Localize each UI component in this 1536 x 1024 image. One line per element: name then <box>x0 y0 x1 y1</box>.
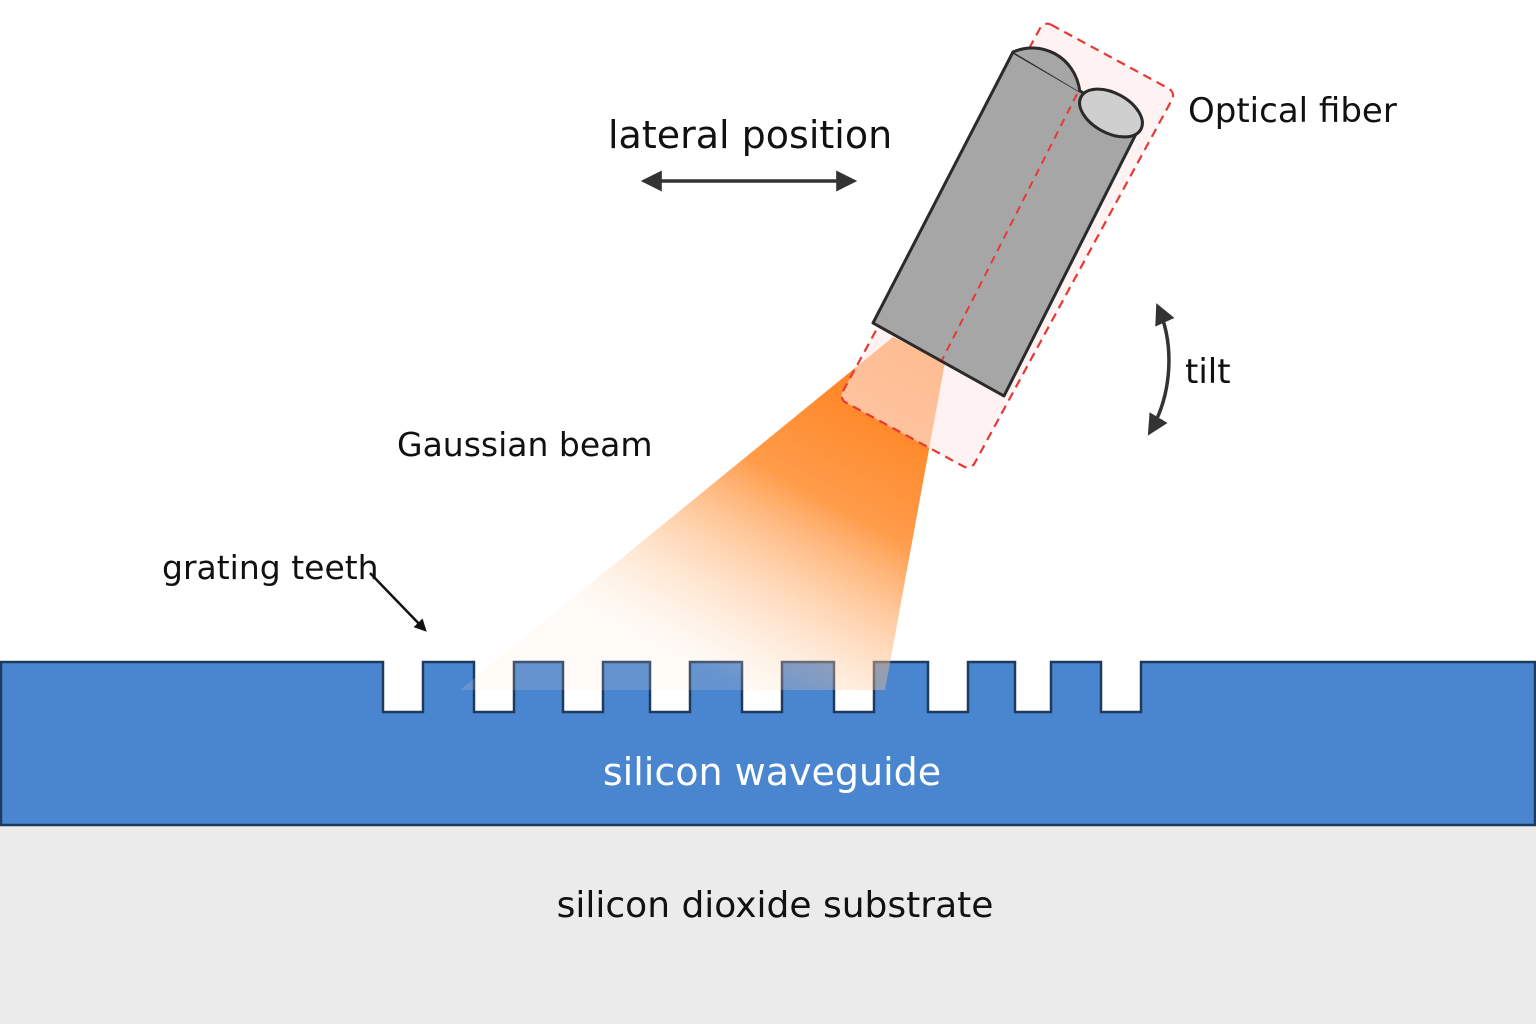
grating-teeth-pointer <box>369 572 427 632</box>
silicon-waveguide-label: silicon waveguide <box>603 750 941 794</box>
grating-teeth-label: grating teeth <box>162 548 379 587</box>
substrate-label: silicon dioxide substrate <box>557 885 994 926</box>
substrate-layer <box>0 825 1536 1024</box>
optical-fiber <box>871 46 1144 398</box>
fiber-core-axis <box>941 93 1078 361</box>
gaussian-beam-cone <box>460 337 945 690</box>
optical-fiber-label: Optical fiber <box>1188 91 1397 131</box>
lateral-position-label: lateral position <box>608 113 892 157</box>
fiber-end-face <box>1078 87 1144 139</box>
tilt-arrow <box>1147 303 1175 436</box>
fiber-top-curl <box>1012 46 1082 93</box>
tilt-label: tilt <box>1185 352 1231 392</box>
gaussian-beam-label: Gaussian beam <box>397 425 653 464</box>
silicon-waveguide-layer <box>0 660 1536 827</box>
